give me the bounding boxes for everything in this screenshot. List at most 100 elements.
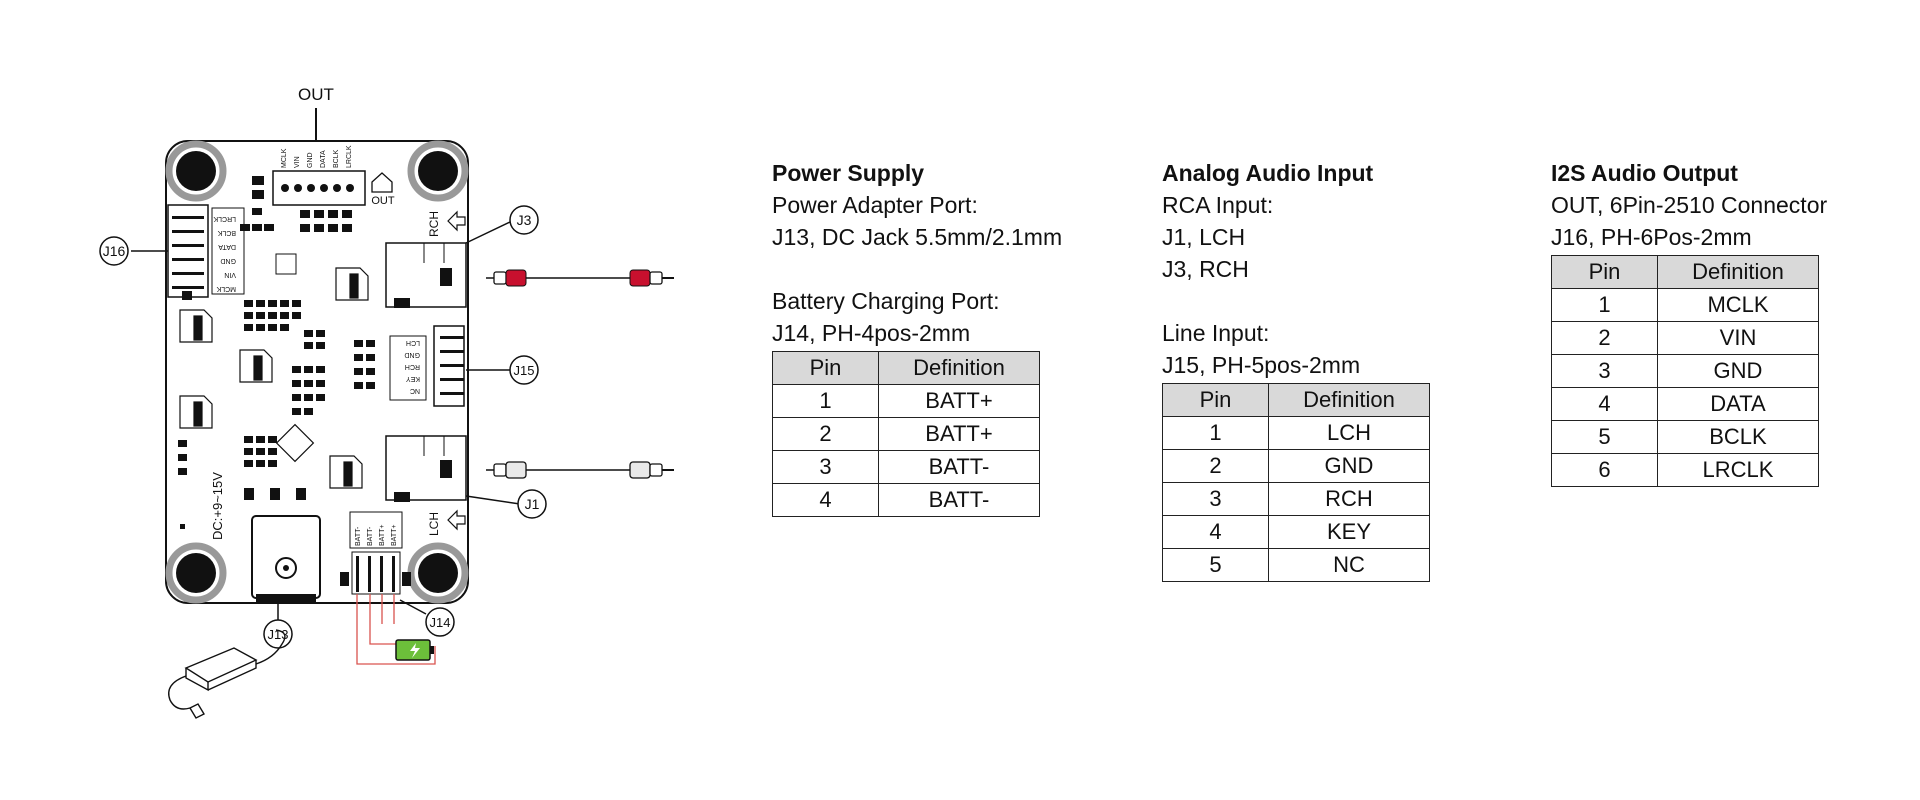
pin-cell: 3 xyxy=(1162,482,1269,516)
definition-cell: BATT- xyxy=(878,450,1040,484)
i2s-output-title: I2S Audio Output xyxy=(1551,160,1738,186)
out-pin-label: GND xyxy=(307,152,314,168)
dc-jack-j13: DC:+9~15V xyxy=(210,472,321,604)
definition-cell: MCLK xyxy=(1657,288,1819,322)
pin-cell: 1 xyxy=(1162,416,1269,450)
mount-hole-bl xyxy=(165,542,227,604)
definition-cell: LRCLK xyxy=(1657,453,1819,487)
table-header-definition: Definition xyxy=(1268,383,1430,417)
j1-lch-silk: LCH xyxy=(427,512,441,536)
j3-rca-jack: RCH xyxy=(385,210,467,308)
pin-cell: 4 xyxy=(1551,387,1658,421)
dc-voltage-silk: DC:+9~15V xyxy=(210,472,225,540)
power-adapter-port-label: Power Adapter Port: xyxy=(772,192,978,218)
battery-connector-j14 xyxy=(340,511,411,595)
pin-cell: 2 xyxy=(1162,449,1269,483)
table-header-definition: Definition xyxy=(1657,255,1819,289)
i2s-output-section: I2S Audio Output OUT, 6Pin-2510 Connecto… xyxy=(1551,157,1827,487)
battery-icon xyxy=(395,639,434,661)
battery-port-value: J14, PH-4pos-2mm xyxy=(772,320,971,346)
rca-cable-red xyxy=(486,269,674,287)
table-header-definition: Definition xyxy=(878,351,1040,385)
out-callout-label: OUT xyxy=(298,85,334,104)
batt-pin-label: BATT+ xyxy=(391,525,398,546)
definition-cell: NC xyxy=(1268,548,1430,582)
power-supply-section: Power Supply Power Adapter Port: J13, DC… xyxy=(772,157,1062,517)
pin-cell: 4 xyxy=(772,483,879,517)
mount-hole-tr xyxy=(407,140,469,202)
pin-cell: 6 xyxy=(1551,453,1658,487)
batt-pin-label: BATT- xyxy=(355,526,362,546)
pin-cell: 1 xyxy=(772,384,879,418)
pin-cell: 5 xyxy=(1551,420,1658,454)
j14-callout-label: J14 xyxy=(430,615,451,630)
definition-cell: BATT- xyxy=(878,483,1040,517)
pin-cell: 4 xyxy=(1162,515,1269,549)
analog-input-title: Analog Audio Input xyxy=(1162,160,1374,186)
definition-cell: VIN xyxy=(1657,321,1819,355)
j16-pin-label: VIN xyxy=(224,271,236,278)
power-adapter xyxy=(168,629,286,719)
j15-pin-label: LCH xyxy=(406,339,420,346)
power-supply-title: Power Supply xyxy=(772,160,925,186)
j16-pin-label: DATA xyxy=(218,243,236,250)
line-input-value: J15, PH-5pos-2mm xyxy=(1162,352,1361,378)
definition-cell: KEY xyxy=(1268,515,1430,549)
definition-cell: RCH xyxy=(1268,482,1430,516)
definition-cell: BCLK xyxy=(1657,420,1819,454)
table-header-pin: Pin xyxy=(1162,383,1269,417)
mount-hole-tl xyxy=(165,140,227,202)
rca-cable-white xyxy=(486,461,674,479)
table-header-pin: Pin xyxy=(772,351,879,385)
batt-pin-label: BATT+ xyxy=(379,525,386,546)
j16-callout-label: J16 xyxy=(103,243,126,259)
j16-pin-label: GND xyxy=(220,257,236,264)
out-pin-label: DATA xyxy=(320,150,327,168)
j1-callout-label: J1 xyxy=(525,496,540,512)
j16-pin-label: MCLK xyxy=(216,285,236,292)
board-diagram: OUT OUT MCLK VIN GND DATA BCLK LRCLK xyxy=(99,85,674,719)
line-input-label: Line Input: xyxy=(1162,320,1270,346)
definition-cell: DATA xyxy=(1657,387,1819,421)
smd-components xyxy=(178,176,375,529)
j16-pin-label: LRCLK xyxy=(213,215,236,222)
out-header: OUT xyxy=(272,170,395,207)
j15-pin-label: KEY xyxy=(406,375,420,382)
mount-hole-br xyxy=(407,542,469,604)
rca-input-j3: J3, RCH xyxy=(1162,256,1249,282)
j15-pin-label: GND xyxy=(404,351,420,358)
capacitors xyxy=(179,267,369,489)
batt-pin-labels: BATT- BATT- BATT+ BATT+ xyxy=(355,525,398,546)
pin-cell: 3 xyxy=(772,450,879,484)
j16-connector xyxy=(167,204,245,300)
battery-port-label: Battery Charging Port: xyxy=(772,288,1000,314)
j1-rca-jack: LCH xyxy=(385,435,467,536)
j16-pin-labels: LRCLK BCLK DATA GND VIN MCLK xyxy=(213,215,236,292)
out-pin-label: VIN xyxy=(294,156,301,168)
out-header-silk: OUT xyxy=(371,195,395,207)
out-pin-label: LRCLK xyxy=(346,145,353,168)
out-pin-labels: MCLK VIN GND DATA BCLK LRCLK xyxy=(281,145,353,168)
pin-cell: 1 xyxy=(1551,288,1658,322)
out-connector-value: OUT, 6Pin-2510 Connector xyxy=(1551,192,1828,218)
table-header-pin: Pin xyxy=(1551,255,1658,289)
j3-rch-silk: RCH xyxy=(427,211,441,237)
j16-connector-value: J16, PH-6Pos-2mm xyxy=(1551,224,1752,250)
definition-cell: BATT+ xyxy=(878,417,1040,451)
j15-pin-labels: LCH GND RCH KEY NC xyxy=(404,339,420,394)
pin-cell: 2 xyxy=(1551,321,1658,355)
